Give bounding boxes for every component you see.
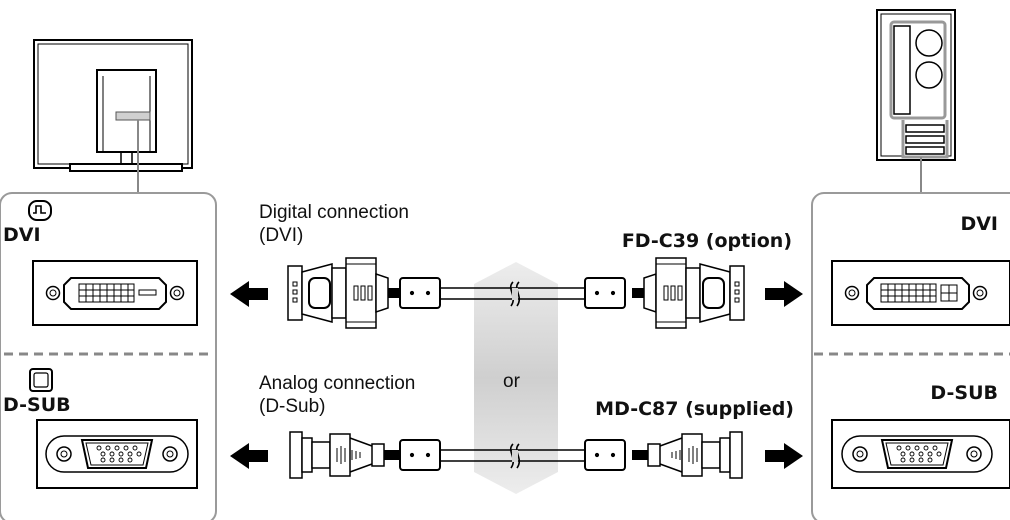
monitor-dsub-port (36, 419, 198, 489)
dsub-analog-port-icon (29, 368, 53, 392)
or-label: or (503, 371, 520, 392)
dsub-cable-name: MD-C87 (supplied) (595, 398, 794, 420)
dvi-digital-port-icon (28, 200, 52, 221)
arrow-to-monitor-dsub (230, 443, 268, 469)
computer-tower-icon (876, 9, 956, 161)
arrow-to-computer-dvi (765, 281, 803, 307)
computer-dvi-label: DVI (960, 213, 998, 235)
computer-dvi-port (831, 260, 1010, 326)
analog-connection-subtitle: (D-Sub) (259, 396, 326, 417)
monitor-dvi-label: DVI (3, 224, 41, 246)
dsub-cable (289, 431, 743, 479)
computer-dsub-port (831, 419, 1010, 489)
dvi-cable-name: FD-C39 (option) (621, 230, 792, 252)
dvi-cable (287, 257, 745, 329)
analog-connection-title: Analog connection (259, 373, 416, 394)
monitor-dsub-label: D-SUB (3, 394, 71, 416)
arrow-to-monitor-dvi (230, 281, 268, 307)
monitor-rear-icon (33, 39, 193, 172)
digital-connection-subtitle: (DVI) (259, 225, 304, 246)
arrow-to-computer-dsub (765, 443, 803, 469)
digital-connection-title: Digital connection (259, 202, 409, 223)
computer-dsub-label: D-SUB (930, 382, 998, 404)
monitor-dvi-port (32, 260, 198, 326)
or-separator-band (474, 262, 558, 494)
